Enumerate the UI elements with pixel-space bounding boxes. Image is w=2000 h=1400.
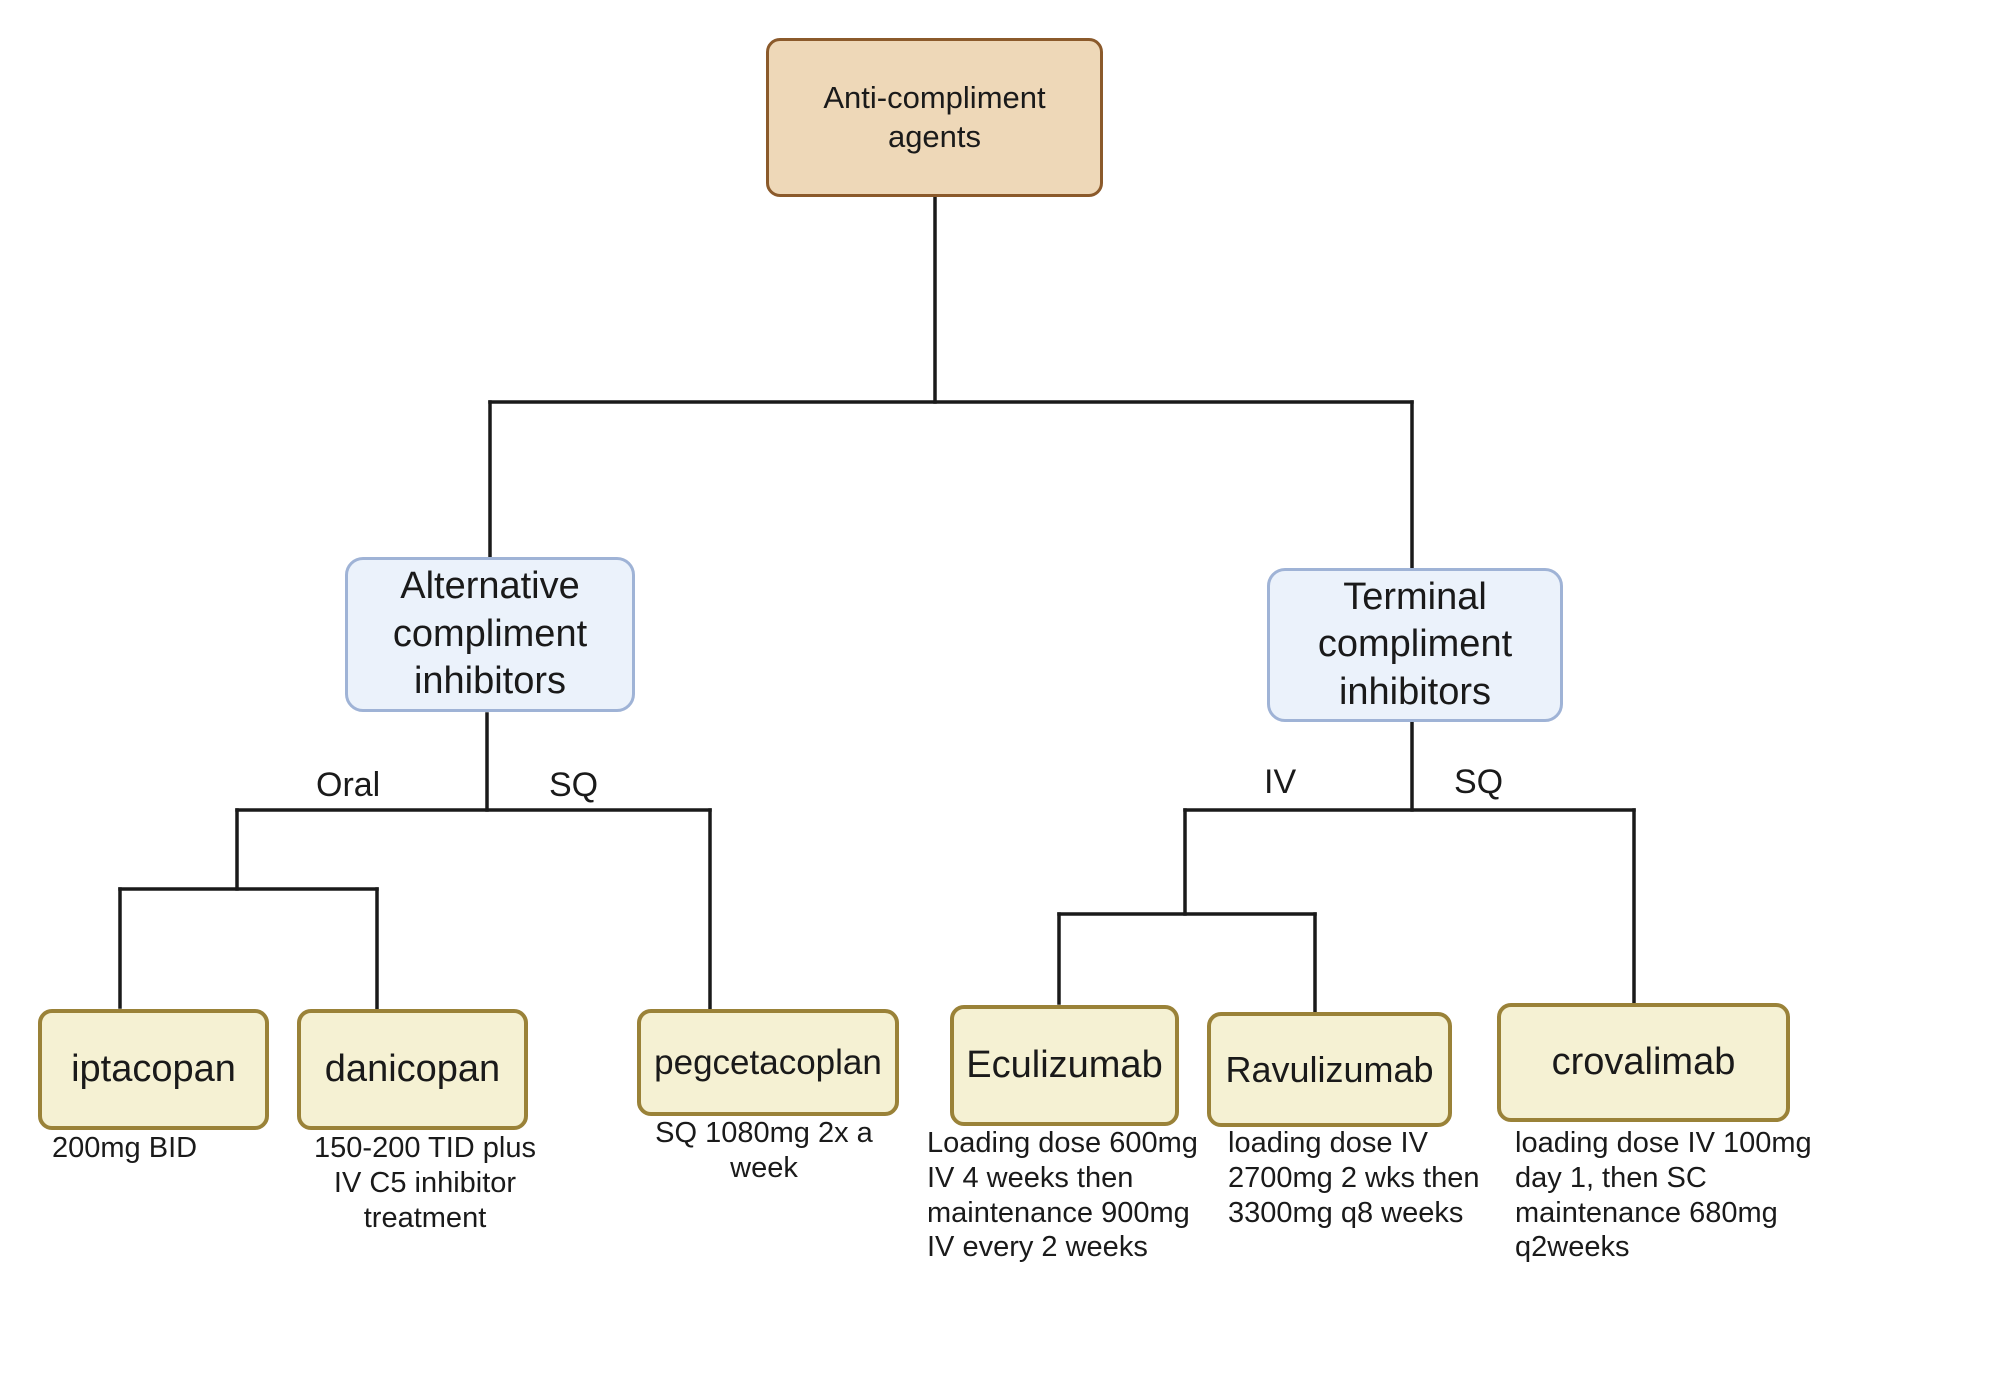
drug-node-crovalimab: crovalimab	[1497, 1003, 1790, 1122]
alternative-inhibitors-node: Alternative compliment inhibitors	[345, 557, 635, 712]
alternative-inhibitors-label: Alternative compliment inhibitors	[392, 565, 588, 703]
drug-name: iptacopan	[71, 1047, 236, 1090]
drug-name: Eculizumab	[966, 1043, 1163, 1086]
drug-node-ravulizumab: Ravulizumab	[1207, 1012, 1452, 1127]
drug-node-pegcetacoplan: pegcetacoplan	[637, 1009, 899, 1116]
root-node: Anti-compliment agents	[766, 38, 1103, 197]
dose-note-iptacopan: 200mg BID	[52, 1132, 198, 1164]
drug-name: pegcetacoplan	[654, 1042, 882, 1082]
root-label: Anti-compliment agents	[823, 79, 1046, 154]
route-label-terminal-sq: SQ	[1454, 763, 1504, 801]
terminal-inhibitors-label: Terminal compliment inhibitors	[1317, 575, 1513, 713]
dose-note-pegcetacoplan: SQ 1080mg 2x a week	[655, 1117, 873, 1184]
route-label-alternative-sq: SQ	[549, 766, 599, 804]
route-label-oral: Oral	[316, 766, 381, 804]
dose-note-eculizumab: Loading dose 600mg IV 4 weeks then maint…	[927, 1127, 1198, 1264]
dose-note-danicopan: 150-200 TID plus IV C5 inhibitor treatme…	[314, 1132, 536, 1234]
drug-name: Ravulizumab	[1225, 1049, 1434, 1090]
drug-node-eculizumab: Eculizumab	[950, 1005, 1179, 1126]
drug-name: crovalimab	[1551, 1040, 1736, 1083]
drug-name: danicopan	[324, 1047, 501, 1090]
dose-note-ravulizumab: loading dose IV 2700mg 2 wks then 3300mg…	[1228, 1127, 1480, 1229]
drug-node-danicopan: danicopan	[297, 1009, 528, 1130]
route-label-iv: IV	[1264, 763, 1297, 801]
terminal-inhibitors-node: Terminal compliment inhibitors	[1267, 568, 1563, 722]
dose-note-crovalimab: loading dose IV 100mg day 1, then SC mai…	[1515, 1127, 1812, 1264]
drug-node-iptacopan: iptacopan	[38, 1009, 269, 1130]
